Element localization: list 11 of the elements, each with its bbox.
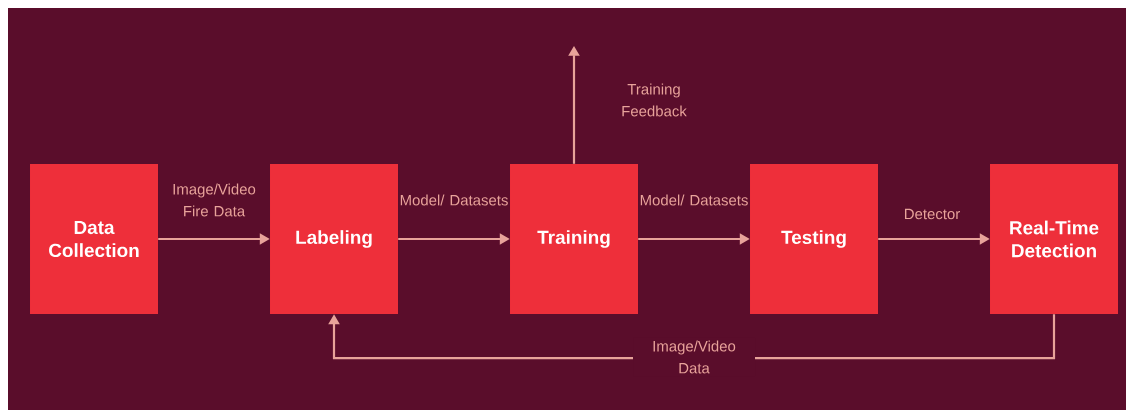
edge-label: Model/ Datasets xyxy=(400,194,508,206)
process-box: Data Collection xyxy=(30,164,158,314)
edge-label: Model/ Datasets xyxy=(640,194,748,206)
edge-label: Detector xyxy=(905,208,960,220)
edge-label: Image/Video Fire Data xyxy=(173,183,256,217)
process-box: Training xyxy=(510,164,638,314)
edge-label: Image/Video Data xyxy=(633,337,755,377)
process-box: Labeling xyxy=(270,164,398,314)
process-box: Testing xyxy=(750,164,878,314)
process-box: Real-Time Detection xyxy=(990,164,1118,314)
edge-label: Training Feedback xyxy=(622,83,687,117)
